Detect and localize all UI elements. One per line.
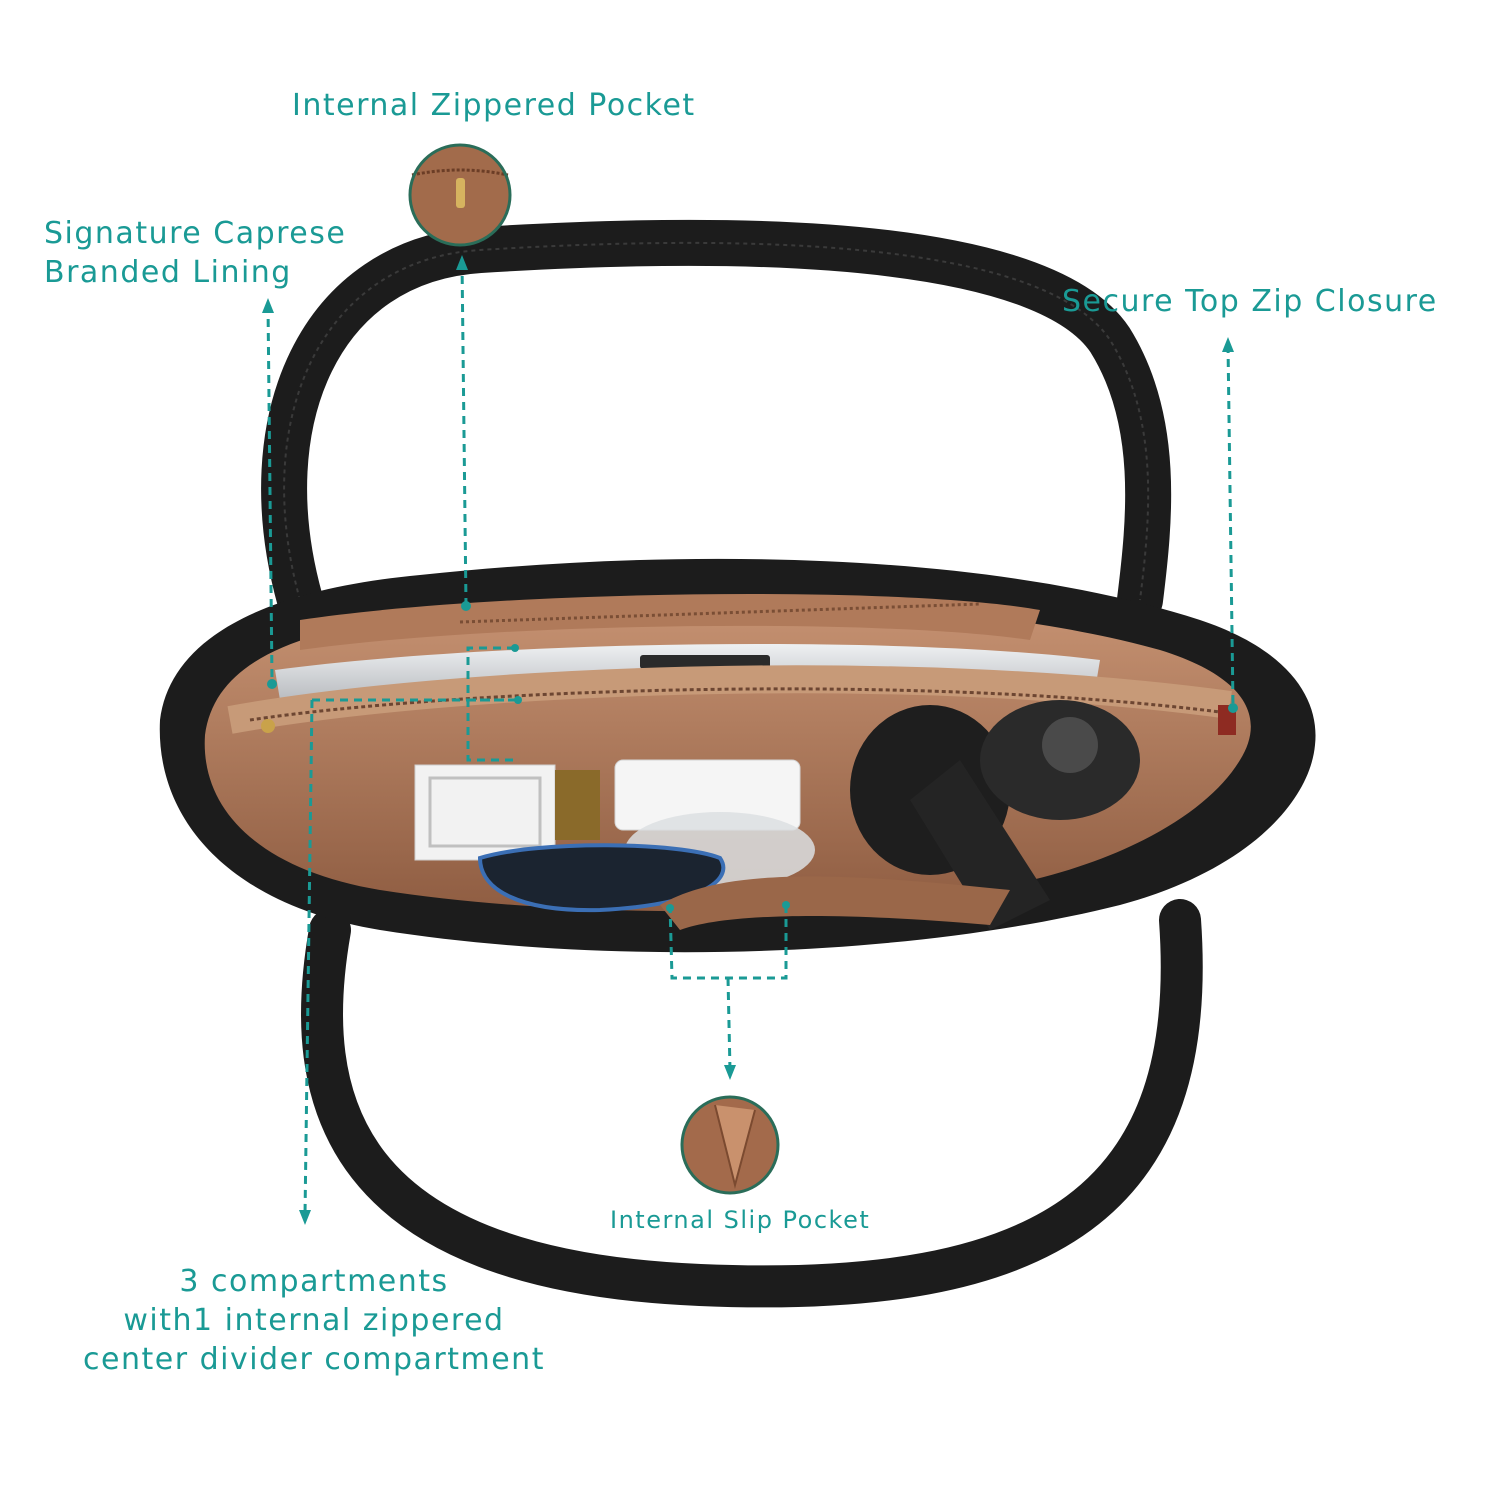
compartments-label-line3: center divider compartment	[83, 1342, 545, 1377]
compartments-label: 3 compartments with1 internal zippered c…	[64, 1262, 564, 1379]
slip-pocket-thumbnail	[680, 1095, 780, 1195]
zippered-pocket-thumbnail	[408, 143, 512, 247]
leader-arrowheads	[262, 255, 1238, 1225]
lining-label-line1: Signature Caprese	[44, 216, 347, 251]
compartments-label-line1: 3 compartments	[179, 1264, 449, 1299]
lining-label: Signature Caprese Branded Lining	[44, 214, 346, 292]
front-strap	[301, 899, 1203, 1308]
slip-pocket-label: Internal Slip Pocket	[610, 1206, 871, 1234]
lining-label-line2: Branded Lining	[44, 255, 292, 290]
top-zip-label: Secure Top Zip Closure	[1062, 284, 1438, 319]
divider-zipper	[249, 687, 1221, 722]
phone	[477, 843, 726, 913]
zippered-pocket-label: Internal Zippered Pocket	[292, 88, 696, 123]
back-pocket-zipper	[459, 602, 981, 624]
leader-lines	[266, 261, 1235, 1216]
compartments-label-line2: with1 internal zippered	[123, 1303, 505, 1338]
perfume-box	[414, 764, 556, 861]
slip-pocket-fold	[660, 876, 1010, 930]
back-strap	[261, 219, 1172, 623]
